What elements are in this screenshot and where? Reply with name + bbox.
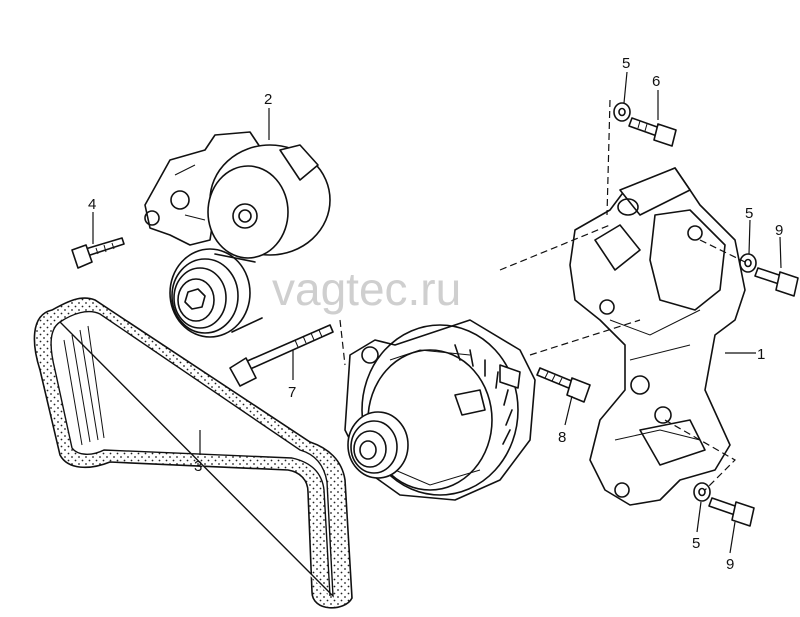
label-5-top: 5	[622, 55, 630, 72]
alignment-lines	[339, 99, 746, 491]
label-5-mid: 5	[745, 205, 753, 222]
bolt-4	[71, 237, 125, 269]
alternator	[344, 319, 536, 501]
bolt-6-with-washer	[613, 102, 677, 147]
part-labels: 1 2 3 4 5 5 5 6 7 8 9 9	[88, 55, 783, 573]
label-8: 8	[558, 429, 566, 446]
label-1: 1	[757, 346, 765, 363]
label-4: 4	[88, 196, 96, 213]
label-6: 6	[652, 73, 660, 90]
label-3: 3	[194, 458, 202, 475]
label-2: 2	[264, 91, 272, 108]
ribbed-belt	[33, 297, 353, 609]
label-9-bottom: 9	[726, 556, 734, 573]
bolt-9-with-washer-mid	[739, 253, 799, 297]
label-7: 7	[288, 384, 296, 401]
bolt-8	[536, 367, 591, 403]
leader-lines	[92, 71, 782, 554]
label-9-mid: 9	[775, 222, 783, 239]
mounting-bracket	[569, 167, 746, 506]
bolt-9-with-washer-bottom	[693, 482, 755, 527]
belt-tensioner	[144, 131, 331, 338]
label-5-bottom: 5	[692, 535, 700, 552]
bolt-7	[229, 324, 334, 387]
watermark-text: vagtec.ru	[272, 263, 461, 315]
